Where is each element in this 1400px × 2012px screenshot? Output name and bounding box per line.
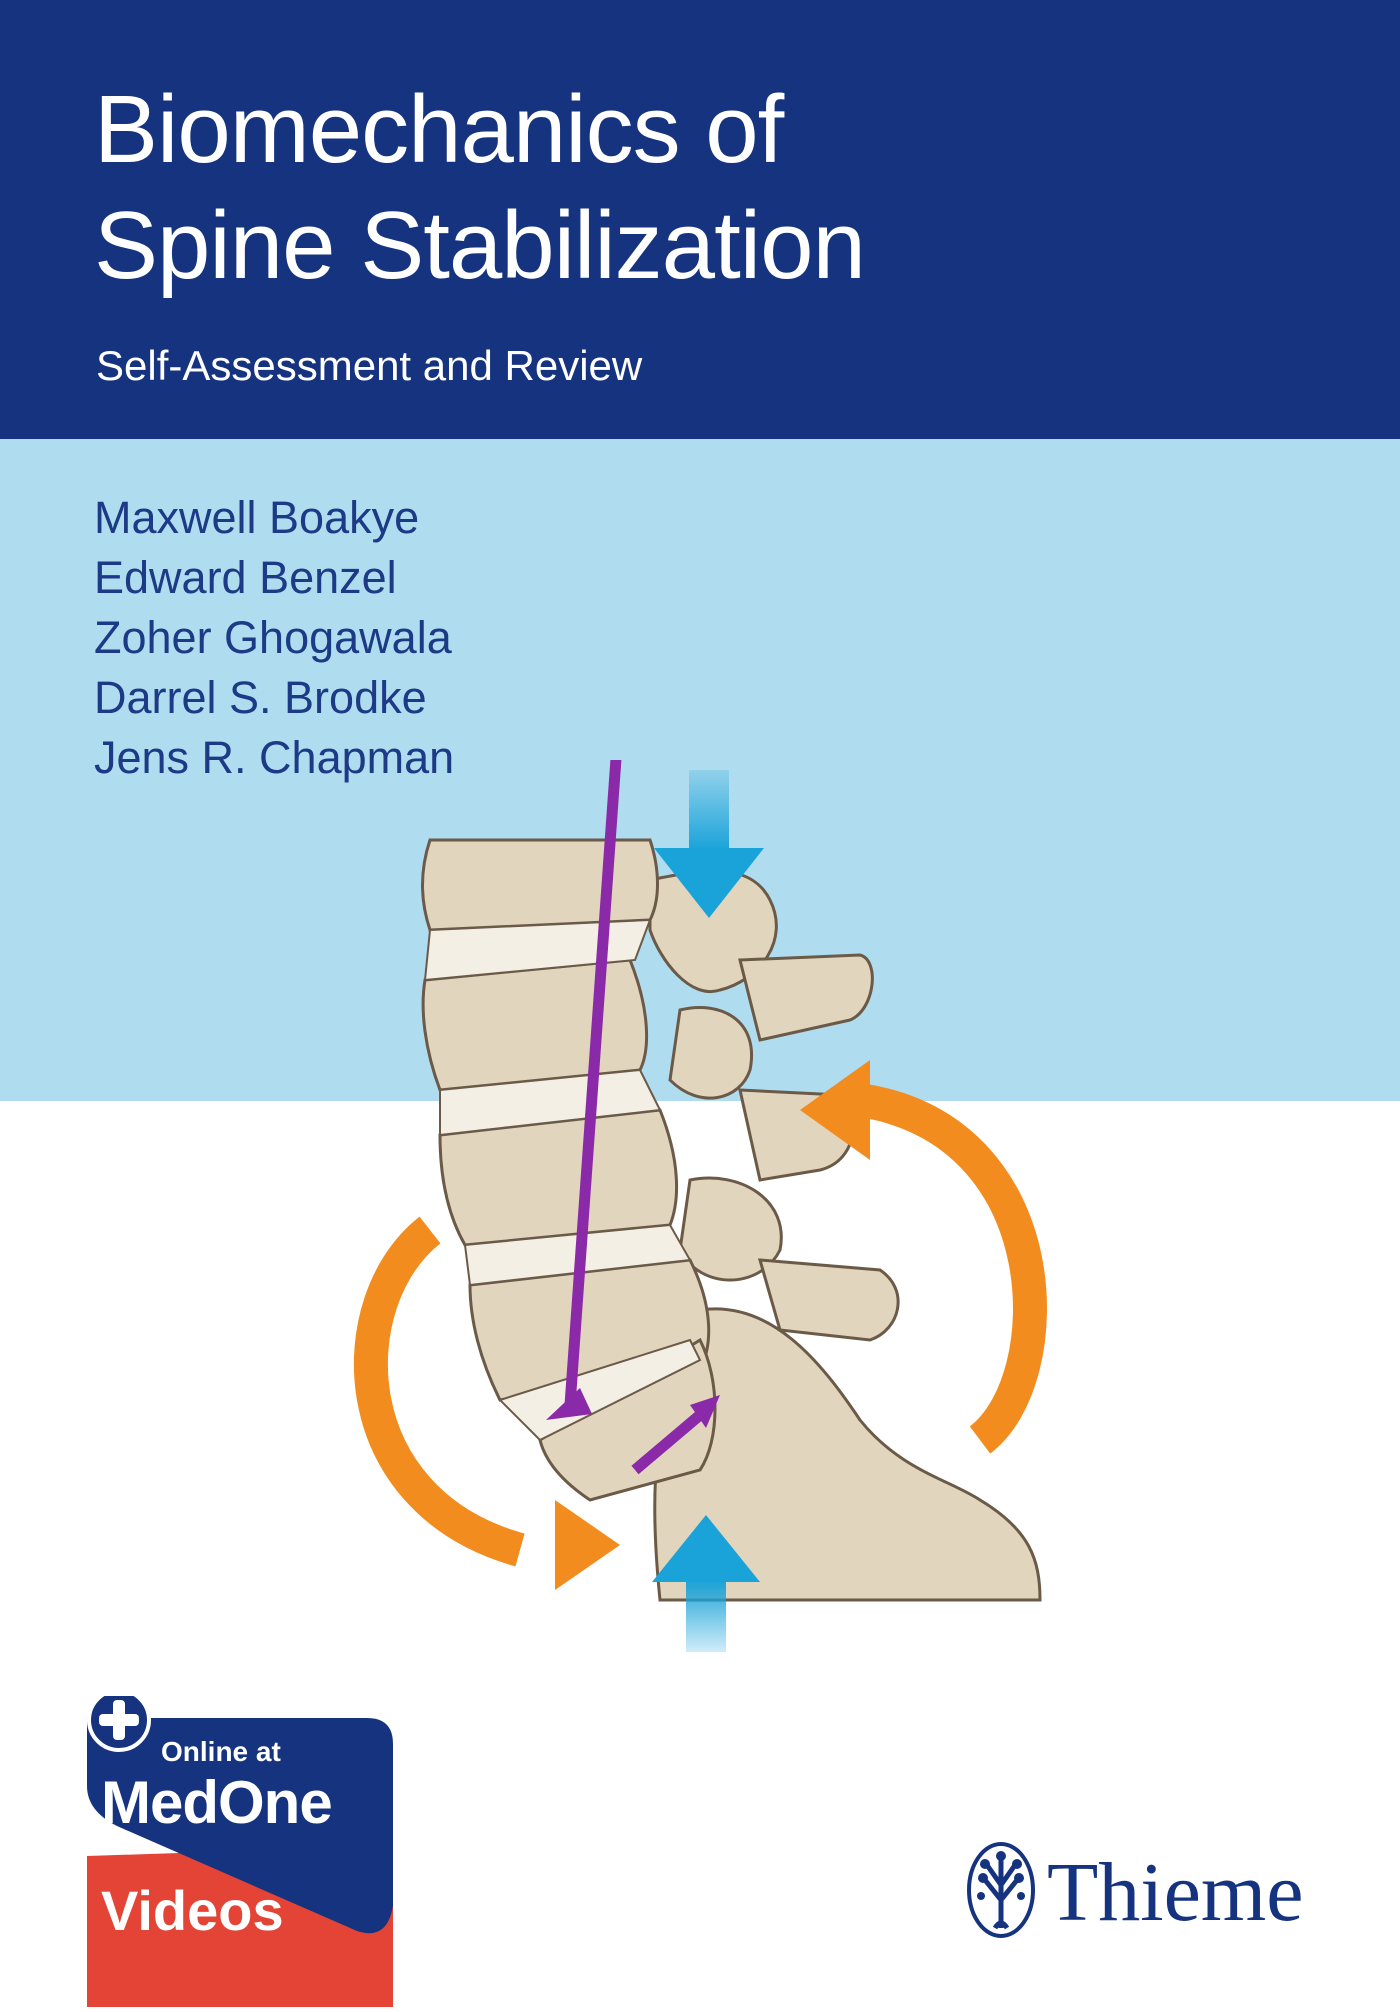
author: Jens R. Chapman: [94, 732, 455, 783]
blue-arrow-bottom-head: [652, 1515, 760, 1582]
orange-curved-arrow-left: [354, 1216, 525, 1567]
purple-arrow-left-head: [546, 1388, 592, 1420]
orange-arrowhead-left: [555, 1500, 620, 1590]
blue-arrow-bottom-shaft: [686, 1580, 726, 1652]
thieme-logo: Thieme: [965, 1840, 1345, 1940]
author: Darrel S. Brodke: [94, 672, 427, 723]
spine-illustration: [354, 760, 1047, 1652]
badge-medone: MedOne: [101, 1769, 333, 1836]
author: Zoher Ghogawala: [94, 612, 452, 663]
orange-curved-arrow-right: [857, 1083, 1047, 1454]
blue-arrow-top-head: [654, 848, 764, 918]
purple-arrow-right-head: [690, 1395, 720, 1428]
author-list: Maxwell Boakye Edward Benzel Zoher Ghoga…: [94, 488, 454, 788]
badge-videos: Videos: [101, 1879, 284, 1942]
intervertebral-discs: [423, 918, 702, 1442]
posterior-elements: [648, 869, 1042, 1602]
book-subtitle: Self-Assessment and Review: [96, 342, 643, 389]
title-header: Biomechanics of Spine Stabilization Self…: [0, 0, 1400, 439]
plus-circle-icon: [87, 1688, 151, 1752]
book-title: Biomechanics of Spine Stabilization: [94, 72, 866, 304]
medone-videos-badge: Online at MedOne Videos: [87, 1688, 407, 2007]
title-line-2: Spine Stabilization: [94, 192, 866, 299]
tree-logo-icon: [967, 1842, 1035, 1938]
orange-arrowhead-right: [800, 1060, 870, 1160]
blue-arrow-top-shaft: [689, 770, 729, 850]
title-line-1: Biomechanics of: [94, 76, 784, 183]
purple-arrow-right-shaft: [631, 1410, 704, 1475]
author: Maxwell Boakye: [94, 492, 420, 543]
author: Edward Benzel: [94, 552, 397, 603]
publisher-name: Thieme: [1047, 1846, 1304, 1939]
badge-shape: [87, 1688, 393, 2007]
purple-arrow-left-shaft: [564, 760, 622, 1406]
badge-online-at: Online at: [161, 1736, 281, 1767]
